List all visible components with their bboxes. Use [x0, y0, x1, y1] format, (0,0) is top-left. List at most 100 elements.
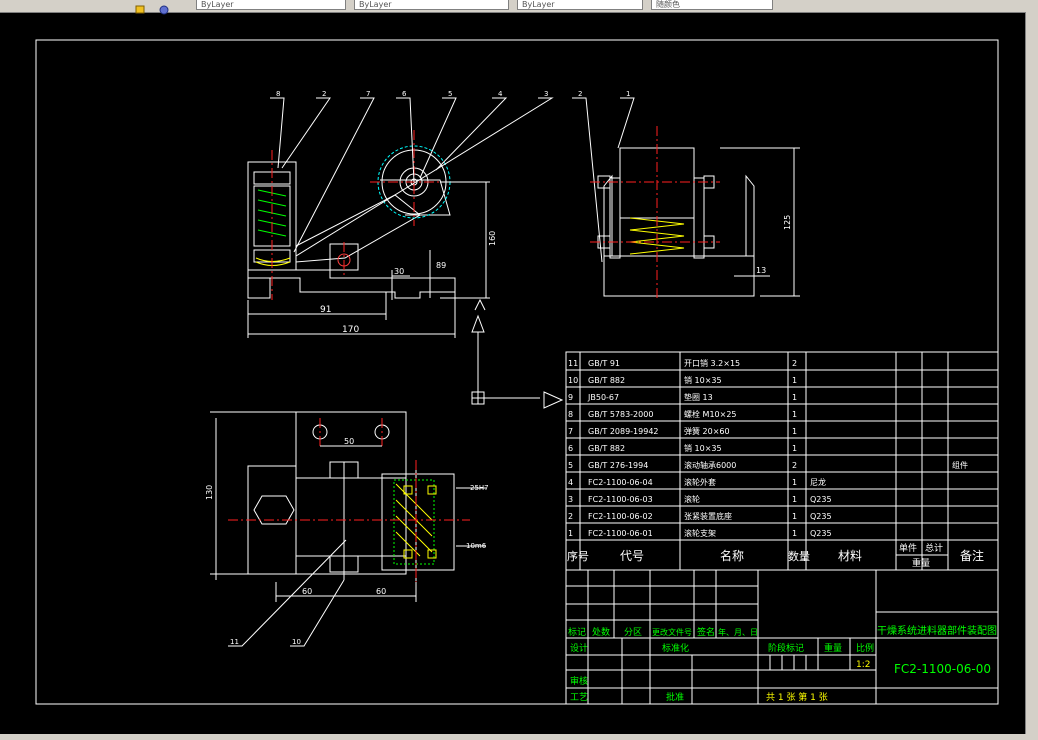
tb-zone: 分区	[624, 627, 642, 638]
header-unit: 单件	[899, 542, 917, 554]
parts-cell-name: 滚动轴承6000	[684, 460, 736, 470]
parts-cell-code: FC2-1100-06-03	[588, 495, 653, 504]
parts-cell-code: GB/T 276-1994	[588, 461, 648, 470]
balloon-5: 5	[448, 90, 452, 98]
side-dimension-labels: 13 125	[756, 215, 792, 275]
header-name: 名称	[720, 548, 744, 563]
parts-cell-no: 5	[568, 461, 573, 470]
plotstyle-dropdown[interactable]: 随颜色	[651, 0, 773, 10]
header-note: 备注	[960, 548, 984, 563]
parts-cell-no: 11	[568, 359, 578, 368]
header-material: 材料	[838, 549, 862, 563]
dim-160: 160	[488, 231, 497, 246]
drawing-number: FC2-1100-06-00	[894, 662, 991, 676]
parts-cell-qty: 2	[792, 461, 797, 470]
parts-cell-no: 8	[568, 410, 573, 419]
top-balloon-numbers: 11 10	[230, 638, 301, 646]
parts-list-header: 序号 代号 名称 数量 材料 单件 总计 重量 备注	[567, 542, 984, 569]
tb-sheets: 共 1 张 第 1 张	[766, 691, 828, 703]
balloon-10: 10	[292, 638, 301, 646]
balloon-8: 8	[276, 90, 280, 98]
tb-scale: 比例	[856, 642, 874, 654]
parts-cell-qty: 1	[792, 376, 797, 385]
tb-check: 审核	[570, 675, 588, 687]
parts-cell-name: 滚轮外套	[684, 477, 716, 487]
linetype-dropdown[interactable]: ByLayer	[354, 0, 509, 10]
tb-design: 设计	[570, 642, 588, 654]
parts-cell-note: 组件	[952, 460, 968, 470]
parts-cell-code: GB/T 882	[588, 376, 625, 385]
tb-count: 处数	[592, 626, 610, 638]
parts-cell-no: 4	[568, 478, 573, 487]
parts-cell-material: Q235	[810, 495, 832, 504]
front-balloons	[270, 97, 635, 263]
parts-cell-code: FC2-1100-06-01	[588, 529, 653, 538]
parts-cell-name: 张紧装置底座	[684, 511, 732, 521]
layer-state-icon[interactable]	[158, 0, 170, 15]
horizontal-scrollbar[interactable]	[0, 734, 1038, 740]
parts-cell-no: 3	[568, 495, 573, 504]
tb-scale-value: 1:2	[856, 660, 870, 670]
toolbar: ByLayer ByLayer ByLayer 随颜色	[0, 0, 1038, 15]
parts-cell-no: 2	[568, 512, 573, 521]
dim-13: 13	[756, 266, 766, 275]
layer-tool-icon[interactable]	[134, 0, 146, 14]
parts-cell-qty: 1	[792, 495, 797, 504]
balloon-3: 3	[544, 90, 548, 98]
parts-cell-code: GB/T 882	[588, 444, 625, 453]
parts-cell-name: 弹簧 20×60	[684, 426, 730, 436]
parts-cell-name: 滚轮	[684, 494, 700, 504]
tb-approve: 批准	[666, 691, 684, 703]
front-view	[247, 130, 490, 338]
drawing-title: 干燥系统进料器部件装配图	[877, 624, 997, 637]
lineweight-dropdown[interactable]: ByLayer	[517, 0, 643, 10]
parts-cell-qty: 1	[792, 393, 797, 402]
color-dropdown[interactable]: ByLayer	[196, 0, 346, 10]
header-no: 序号	[567, 549, 589, 563]
dim-50: 50	[344, 437, 354, 446]
parts-cell-qty: 1	[792, 444, 797, 453]
parts-cell-no: 7	[568, 427, 573, 436]
tb-standard: 标准化	[662, 642, 689, 654]
parts-cell-no: 1	[568, 529, 573, 538]
header-qty: 数量	[788, 550, 810, 563]
ucs-icon	[471, 314, 564, 409]
parts-cell-qty: 1	[792, 427, 797, 436]
parts-cell-code: FC2-1100-06-04	[588, 478, 653, 487]
dim-10m6: 10m6	[466, 542, 487, 550]
parts-cell-qty: 1	[792, 478, 797, 487]
parts-cell-no: 9	[568, 393, 573, 402]
parts-cell-no: 10	[568, 376, 578, 385]
parts-cell-material: 尼龙	[810, 477, 826, 487]
parts-cell-name: 滚轮支架	[684, 528, 716, 538]
parts-cell-name: 垫圈 13	[684, 392, 713, 402]
tb-mark: 标记	[568, 626, 586, 638]
parts-cell-name: 销 10×35	[684, 375, 722, 385]
vertical-scrollbar[interactable]	[1025, 12, 1038, 740]
title-block	[565, 569, 999, 705]
front-dimension-labels: 91 170 30 160 89	[320, 231, 497, 335]
header-weight: 重量	[912, 557, 930, 569]
parts-cell-code: JB50-67	[587, 393, 619, 402]
front-balloon-numbers: 8 2 7 6 5 4 3 2 1	[276, 90, 630, 98]
parts-cell-code: FC2-1100-06-02	[588, 512, 653, 521]
dim-60a: 60	[302, 587, 312, 596]
parts-cell-code: GB/T 5783-2000	[588, 410, 653, 419]
parts-cell-qty: 2	[792, 359, 797, 368]
top-dimension-labels: 50 130 60 60 25H7 10m6	[205, 437, 489, 596]
header-code: 代号	[620, 549, 644, 563]
parts-cell-name: 螺栓 M10×25	[684, 409, 737, 419]
tb-weight: 重量	[824, 642, 842, 654]
dim-60b: 60	[376, 587, 386, 596]
dim-25h7: 25H7	[470, 484, 489, 492]
parts-cell-no: 6	[568, 444, 573, 453]
title-block-text: 标记 处数 分区 更改文件号 签名 年、月、日 设计 标准化 审核 工艺 批准 …	[568, 624, 997, 703]
dim-30: 30	[394, 267, 404, 276]
dim-125: 125	[783, 215, 792, 230]
side-view	[590, 126, 800, 300]
balloon-2a: 2	[322, 90, 326, 98]
top-view	[210, 411, 486, 602]
drawing-border	[35, 39, 999, 705]
